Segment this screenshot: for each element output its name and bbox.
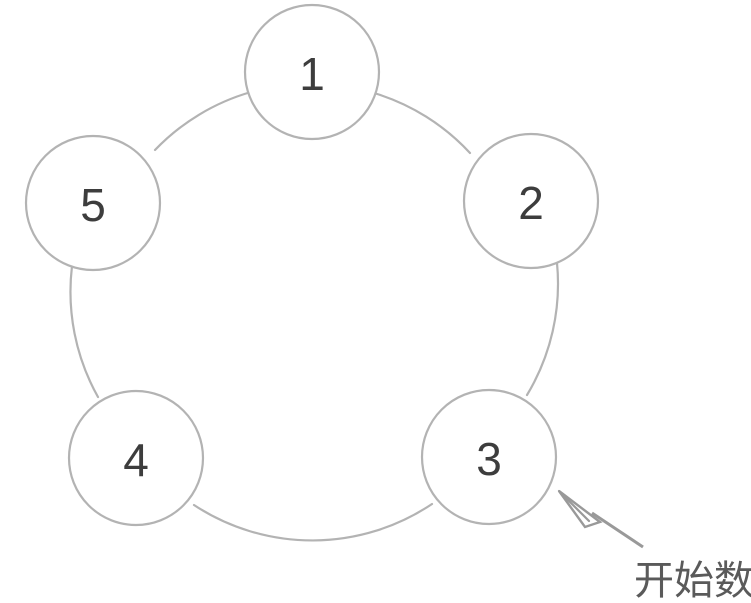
node-4[interactable]: 4 xyxy=(67,389,205,527)
node-4-circle[interactable] xyxy=(67,389,205,527)
node-5[interactable]: 5 xyxy=(24,134,162,272)
node-4-label: 4 xyxy=(123,434,149,486)
annotation-arrow-head-rib xyxy=(557,489,591,523)
ring-edges xyxy=(69,90,560,542)
node-1[interactable]: 1 xyxy=(243,3,381,141)
node-1-circle[interactable] xyxy=(243,3,381,141)
edge-4-to-5 xyxy=(69,264,100,399)
node-3-label: 3 xyxy=(476,433,502,485)
start-count-label: 开始数 xyxy=(634,558,751,603)
annotation-arrow-shaft xyxy=(591,511,644,549)
edge-3-to-4 xyxy=(192,502,434,542)
edge-1-to-2 xyxy=(372,91,472,155)
node-3-circle[interactable] xyxy=(420,388,558,526)
start-annotation xyxy=(557,489,644,549)
edge-5-to-1 xyxy=(153,90,253,152)
node-3[interactable]: 3 xyxy=(420,388,558,526)
node-2-label: 2 xyxy=(518,177,544,229)
node-5-label: 5 xyxy=(80,179,106,231)
node-2[interactable]: 2 xyxy=(462,132,600,270)
node-5-circle[interactable] xyxy=(24,134,162,272)
edge-2-to-3 xyxy=(525,261,560,397)
node-2-circle[interactable] xyxy=(462,132,600,270)
ring-nodes: 1 2 3 4 5 xyxy=(24,3,600,527)
node-1-label: 1 xyxy=(299,48,325,100)
